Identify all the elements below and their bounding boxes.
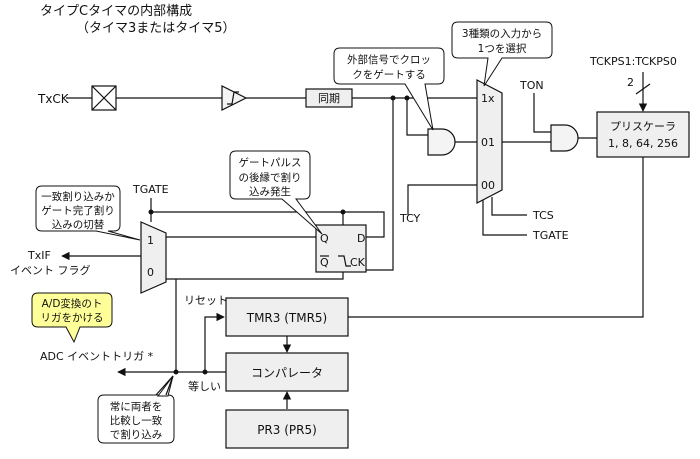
callout-gate-pulse-line2: の後縁で割り: [239, 171, 302, 184]
tcs-label: TCS: [532, 209, 554, 222]
ton-and: [550, 124, 579, 152]
callout-ad-trigger-line1: A/D変換のト: [42, 297, 103, 310]
prescaler-ratios: 1, 8, 64, 256: [608, 137, 678, 150]
flip-flop: [315, 224, 367, 273]
equal-label: 等しい: [188, 379, 221, 393]
tgate-out-label: TGATE: [532, 229, 569, 242]
event-mux: [140, 221, 167, 294]
callout-gate-pulse: ゲートパルス の後縁で割り 込み発生: [229, 150, 323, 235]
callout-gate-pulse-line3: 込み発生: [249, 185, 291, 198]
txck-pin-icon: [91, 85, 117, 111]
schmitt-buffer-icon: [221, 85, 248, 111]
input-mux: [476, 79, 503, 204]
comparator-label: コンパレータ: [251, 366, 323, 380]
title-line1: タイプCタイマの内部構成: [40, 3, 192, 19]
mux-01: 01: [481, 136, 495, 149]
tcy-label: TCY: [399, 212, 421, 225]
callout-ad-trigger: A/D変換のト リガをかける: [31, 292, 113, 344]
callout-match-gate-line1: 一致割り込みか: [41, 190, 115, 203]
callout-always-compare: 常に両者を 比較し一致 で割り込み: [97, 375, 175, 444]
gate-and: [427, 128, 456, 156]
callout-match-gate-line3: 込みの切替: [52, 218, 105, 231]
pr-label: PR3 (PR5): [257, 423, 317, 437]
txif-desc: イベント フラグ: [10, 263, 91, 277]
tmr-label: TMR3 (TMR5): [246, 311, 328, 325]
callout-ad-trigger-line2: リガをかける: [41, 312, 104, 324]
ff-q: Q: [320, 232, 329, 245]
callout-input-select-line2: 1つを選択: [478, 42, 527, 55]
callout-ext-clock: 外部信号でクロッ クをゲートする: [333, 47, 445, 131]
callout-always-compare-line1: 常に両者を: [110, 400, 163, 413]
ff-d: D: [357, 232, 365, 245]
pr-block: [225, 409, 349, 449]
sync-label: 同期: [318, 92, 340, 105]
tckps-width: 2: [627, 76, 634, 89]
ff-qbar: Q: [320, 256, 329, 269]
event-mux-1: 1: [147, 234, 154, 247]
tgate-top-label: TGATE: [132, 183, 169, 196]
callout-always-compare-line3: で割り込み: [110, 428, 163, 441]
callout-input-select-line1: 3種類の入力から: [462, 27, 542, 40]
txck-label: TxCK: [37, 92, 70, 106]
prescaler-label: プリスケーラ: [610, 120, 676, 133]
ff-ck: CK: [350, 256, 366, 269]
ton-label: TON: [519, 79, 544, 92]
adc-event-label: ADC イベントトリガ *: [40, 350, 154, 363]
callout-always-compare-line2: 比較し一致: [110, 414, 163, 427]
callout-match-gate: 一致割り込みか ゲート完了割り 込みの切替: [35, 185, 141, 241]
txif-label: TxIF: [27, 249, 51, 262]
event-mux-0: 0: [147, 266, 154, 279]
mux-1x: 1x: [481, 92, 495, 105]
callout-ext-clock-line2: クをゲートする: [352, 69, 426, 81]
reset-label: リセット: [184, 294, 228, 307]
callout-match-gate-line2: ゲート完了割り: [41, 204, 115, 217]
callout-ext-clock-line1: 外部信号でクロッ: [347, 53, 431, 66]
mux-00: 00: [481, 179, 495, 192]
callout-input-select: 3種類の入力から 1つを選択: [451, 21, 553, 87]
prescaler-block: [596, 111, 690, 158]
callout-gate-pulse-line1: ゲートパルス: [239, 157, 302, 169]
tckps-label: TCKPS1:TCKPS0: [589, 55, 677, 68]
title-line2: （タイマ3またはタイマ5）: [76, 21, 236, 36]
